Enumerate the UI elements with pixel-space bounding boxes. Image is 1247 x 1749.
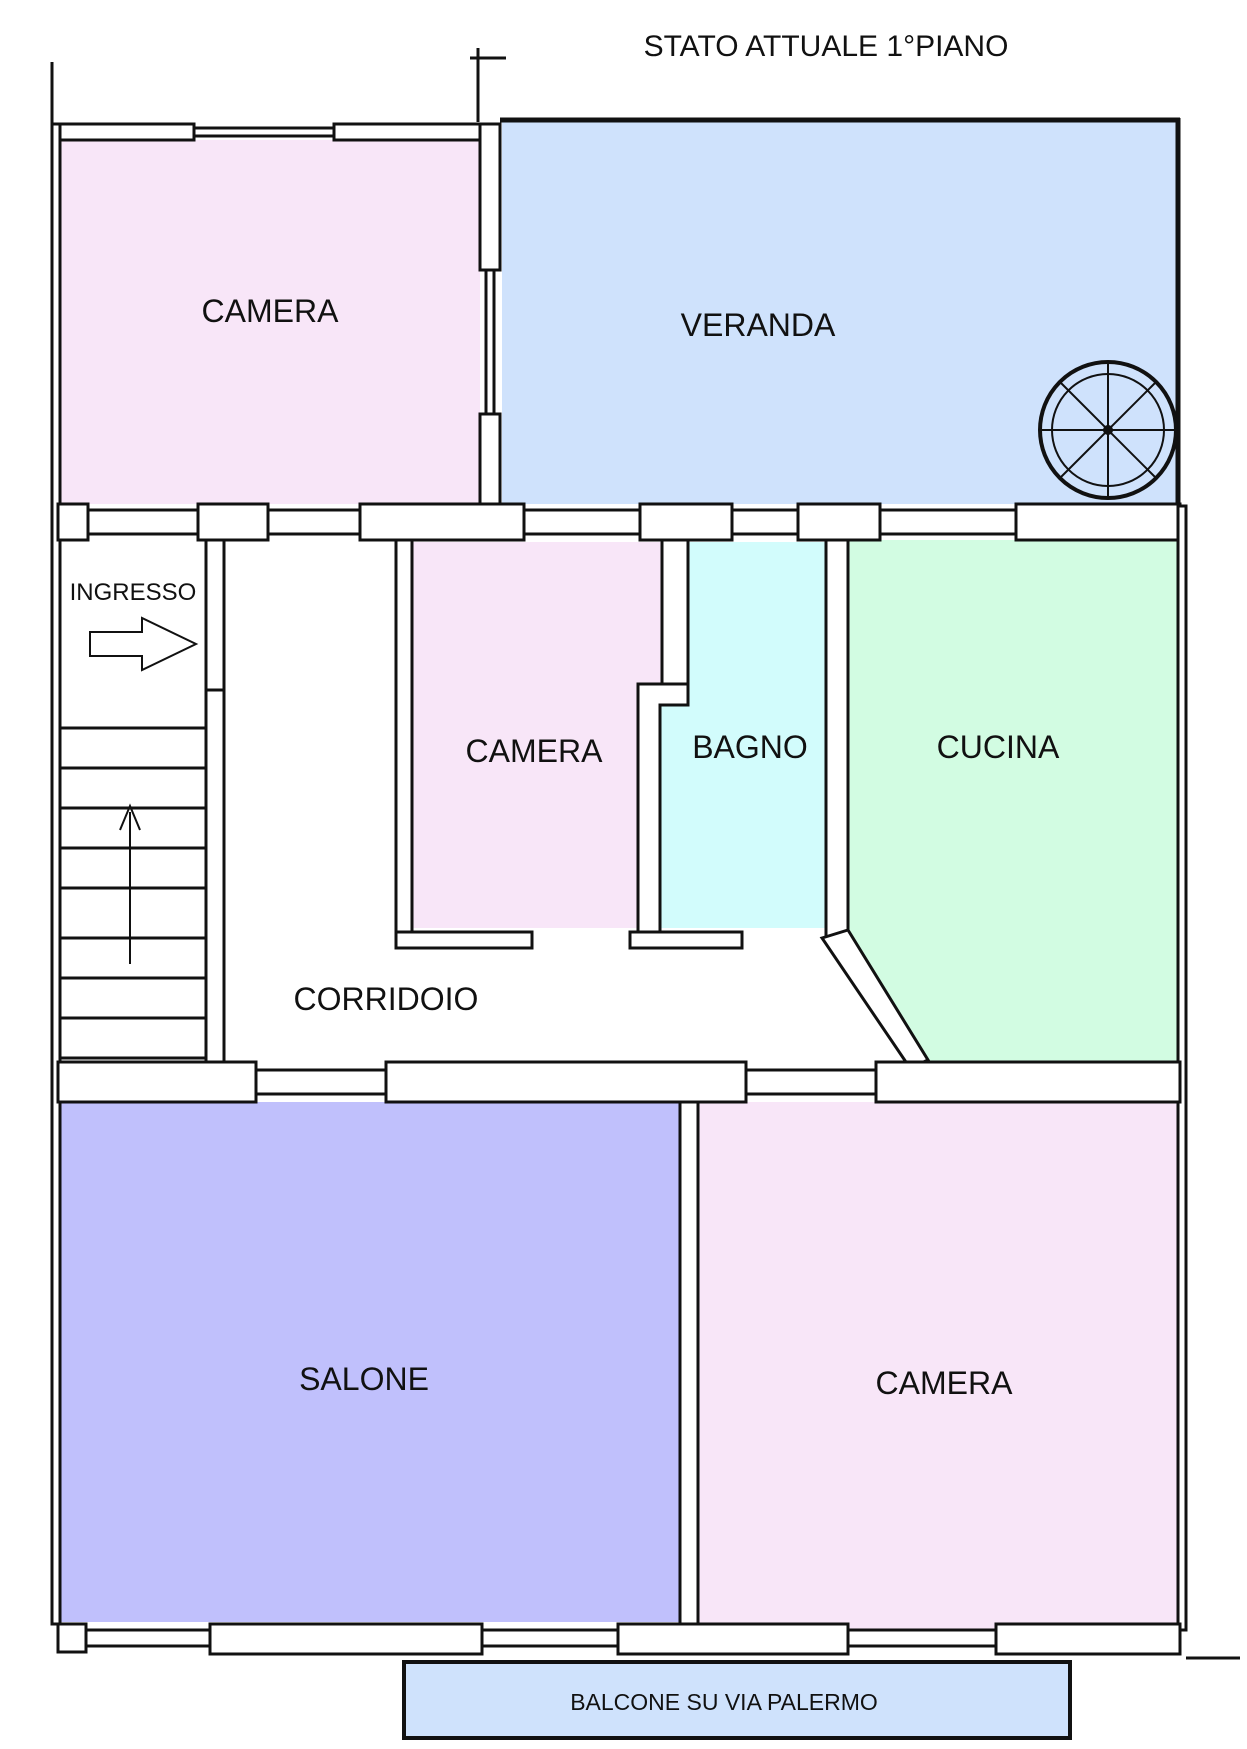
spiral-staircase-icon [1038,360,1178,500]
walls [50,48,1240,1660]
entry-arrow-icon [89,616,199,672]
room-camera-south-east [698,1102,1180,1630]
label-ingresso: INGRESSO [70,579,197,606]
label-balcone: BALCONE SU VIA PALERMO [570,1689,878,1715]
label-veranda: VERANDA [681,307,836,343]
room-bagno [660,542,826,928]
staircase [60,726,206,1060]
room-veranda [502,122,1180,504]
label-salone: SALONE [299,1361,429,1397]
label-camera-center: CAMERA [466,733,604,769]
stair-up-arrow-icon [119,803,141,964]
room-cucina [848,540,1180,1062]
balcone-su-via-palermo [402,1660,1072,1740]
room-salone [60,1102,680,1622]
label-cucina: CUCINA [937,729,1060,765]
plan-title: STATO ATTUALE 1°PIANO [644,30,1009,63]
label-camera-south-east: CAMERA [876,1365,1014,1401]
room-camera-center [412,542,662,928]
room-camera-north-west [58,140,480,504]
label-bagno: BAGNO [692,729,808,765]
label-corridoio: CORRIDOIO [294,981,479,1017]
label-camera-north-west: CAMERA [202,293,340,329]
